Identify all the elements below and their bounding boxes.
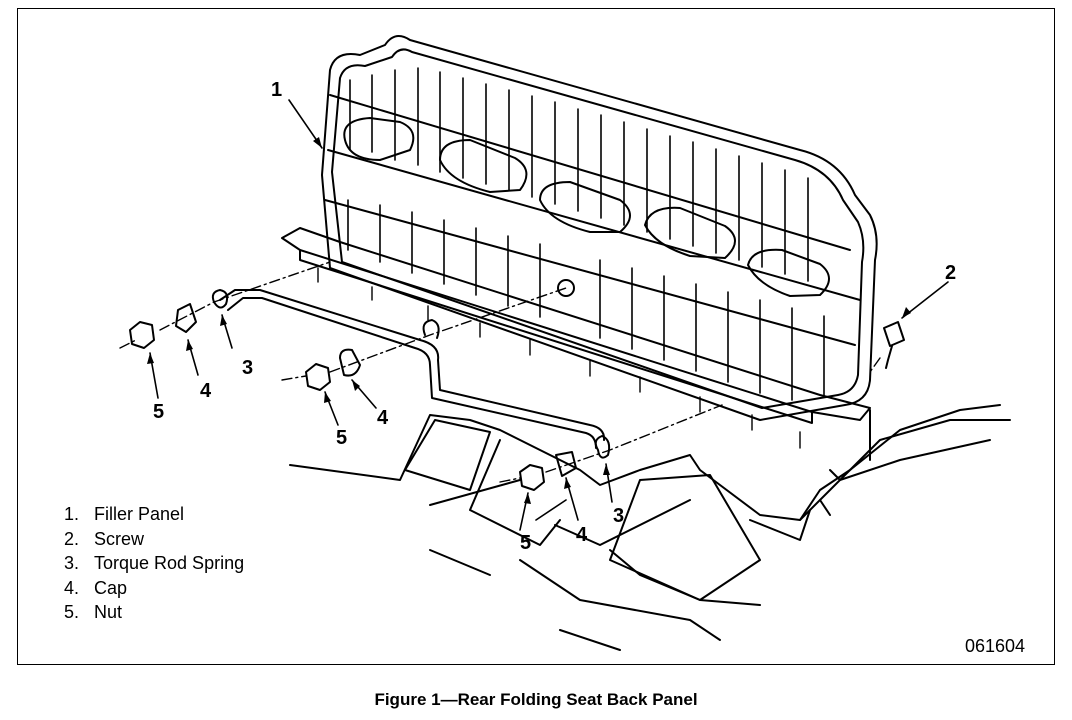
spring-right <box>594 435 611 459</box>
legend-number: 1. <box>64 504 80 524</box>
callout-4: 4 <box>377 407 389 429</box>
figure-caption: Figure 1—Rear Folding Seat Back Panel <box>374 690 698 709</box>
panel-cutout <box>343 117 415 161</box>
legend-number: 5. <box>64 602 80 622</box>
legend-label: Cap <box>94 577 128 598</box>
cap-center <box>339 348 361 377</box>
legend-label: Nut <box>94 602 123 622</box>
legend-number: 3. <box>64 553 80 573</box>
legend-label: Torque Rod Spring <box>94 553 245 573</box>
panel-ribs <box>347 67 825 401</box>
filler-panel <box>321 35 878 421</box>
callout-2: 2 <box>945 262 957 284</box>
legend-label: Screw <box>94 528 145 549</box>
callout-5: 5 <box>520 532 532 554</box>
cap-left <box>175 303 197 333</box>
cap-right <box>555 451 577 477</box>
spring-center <box>422 319 440 339</box>
callout-5: 5 <box>336 427 348 449</box>
nut-right <box>519 464 545 491</box>
callout-3: 3 <box>613 505 625 527</box>
legend-item: 2. Screw <box>64 527 244 552</box>
callout-3: 3 <box>242 357 254 379</box>
legend-number: 4. <box>64 577 80 598</box>
panel-cutout <box>644 206 736 259</box>
callout-5: 5 <box>153 401 165 423</box>
nut-center <box>305 363 331 391</box>
panel-cutout <box>439 139 528 193</box>
torque-rod <box>219 289 606 441</box>
parts-legend: 1. Filler Panel 2. Screw 3. Torque Rod Spri… <box>64 502 244 625</box>
legend-label: Filler Panel <box>94 504 185 524</box>
base-flange <box>281 227 871 421</box>
panel-cutout <box>539 181 631 233</box>
floor-pan <box>289 404 1001 521</box>
legend-item: 3. Torque Rod Spring <box>64 551 244 576</box>
nut-left <box>129 321 155 349</box>
legend-number: 2. <box>64 528 80 549</box>
callout-4: 4 <box>576 524 588 546</box>
panel-cutout <box>747 248 830 297</box>
screw <box>883 321 905 347</box>
callout-1: 1 <box>271 79 283 101</box>
callout-4: 4 <box>200 380 212 402</box>
figure-frame <box>17 8 1055 665</box>
legend-item: 5. Nut <box>64 600 244 625</box>
spring-left <box>211 289 229 309</box>
legend-item: 1. Filler Panel <box>64 502 244 527</box>
legend-item: 4. Cap <box>64 576 244 601</box>
figure-code: 061604 <box>965 636 1026 656</box>
